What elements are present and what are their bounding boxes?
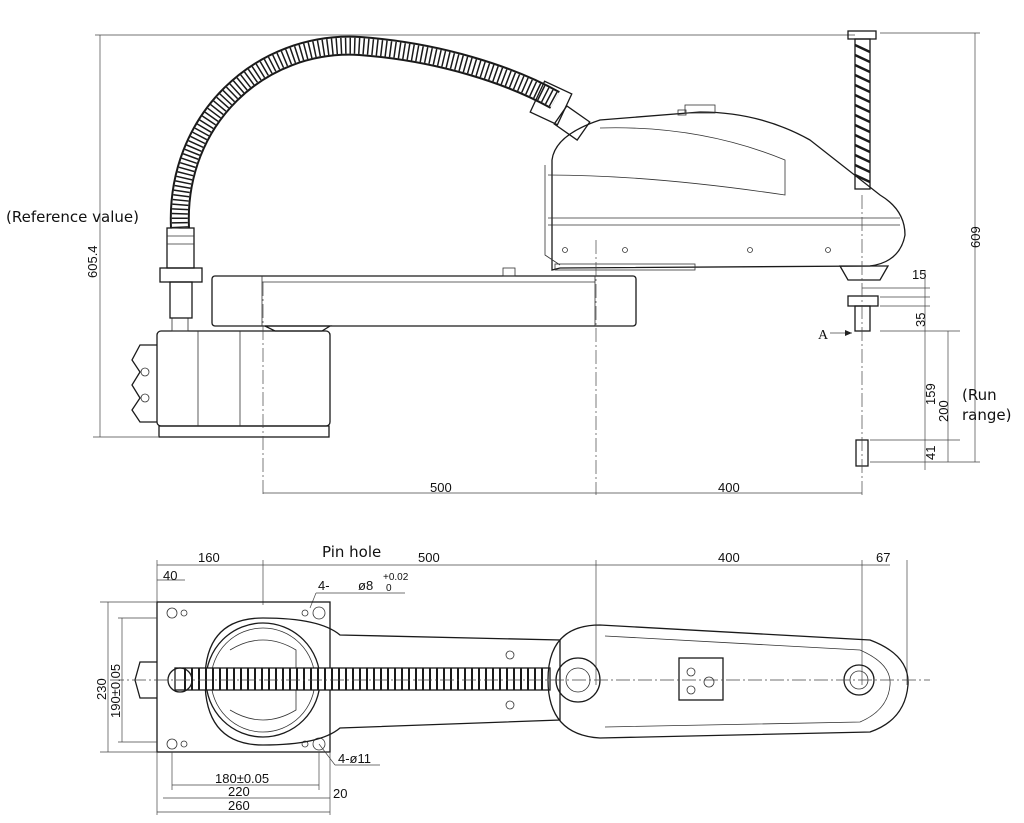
dim-arm2-top: 400 [718, 550, 740, 565]
dim-shaft-bottom: 41 [923, 446, 938, 460]
dim-base-half: 160 [198, 550, 220, 565]
cable-connector-side [159, 227, 203, 319]
ball-screw-shaft-side [838, 30, 890, 495]
side-view: 500 400 15 35 159 200 41 609 605.4 A (Re… [6, 30, 1011, 495]
dim-stroke-total: 200 [936, 400, 951, 422]
cable-hose-side [169, 35, 591, 229]
pin-hole-prefix: 4- [318, 578, 330, 593]
dim-shaft-upper: 15 [912, 267, 926, 282]
second-arm-top [547, 624, 909, 739]
robot-base-side [131, 317, 331, 438]
dim-overall-height-right: 609 [968, 226, 983, 248]
second-arm-side [544, 104, 906, 271]
dim-base-height: 230 [94, 678, 109, 700]
dim-arm2-side: 400 [718, 480, 740, 495]
dim-arm1-side: 500 [430, 480, 452, 495]
bolt-holes-spec: 4-ø11 [338, 751, 371, 766]
pin-tol-upper: +0.02 [383, 572, 409, 583]
dim-base-total: 260 [228, 798, 250, 813]
dim-tip: 67 [876, 550, 890, 565]
dim-mount-pitch-h: 180±0.05 [215, 771, 269, 786]
dim-arm1-top: 500 [418, 550, 440, 565]
dim-overall-height-left: 605.4 [85, 245, 100, 278]
top-view: 160 40 500 400 67 Pin hole 4- ø8 +0.02 0 [94, 543, 930, 815]
reference-value-label: (Reference value) [6, 208, 139, 226]
first-arm-side [211, 267, 637, 332]
run-range-label-2: range) [962, 406, 1011, 424]
pin-tol-lower: 0 [386, 583, 392, 594]
dim-mount-pitch-v: 190±0.05 [108, 664, 123, 718]
dim-mount-span: 220 [228, 784, 250, 799]
dim-edge-offset: 20 [333, 786, 347, 801]
dim-shaft-mid: 35 [913, 313, 928, 327]
run-range-label-1: (Run [962, 386, 997, 404]
dim-stroke-run: 159 [923, 383, 938, 405]
pin-hole-diameter: ø8 [358, 578, 373, 593]
view-arrow-label: A [818, 328, 829, 343]
dim-pin-offset: 40 [163, 568, 177, 583]
pin-hole-label: Pin hole [322, 543, 381, 561]
